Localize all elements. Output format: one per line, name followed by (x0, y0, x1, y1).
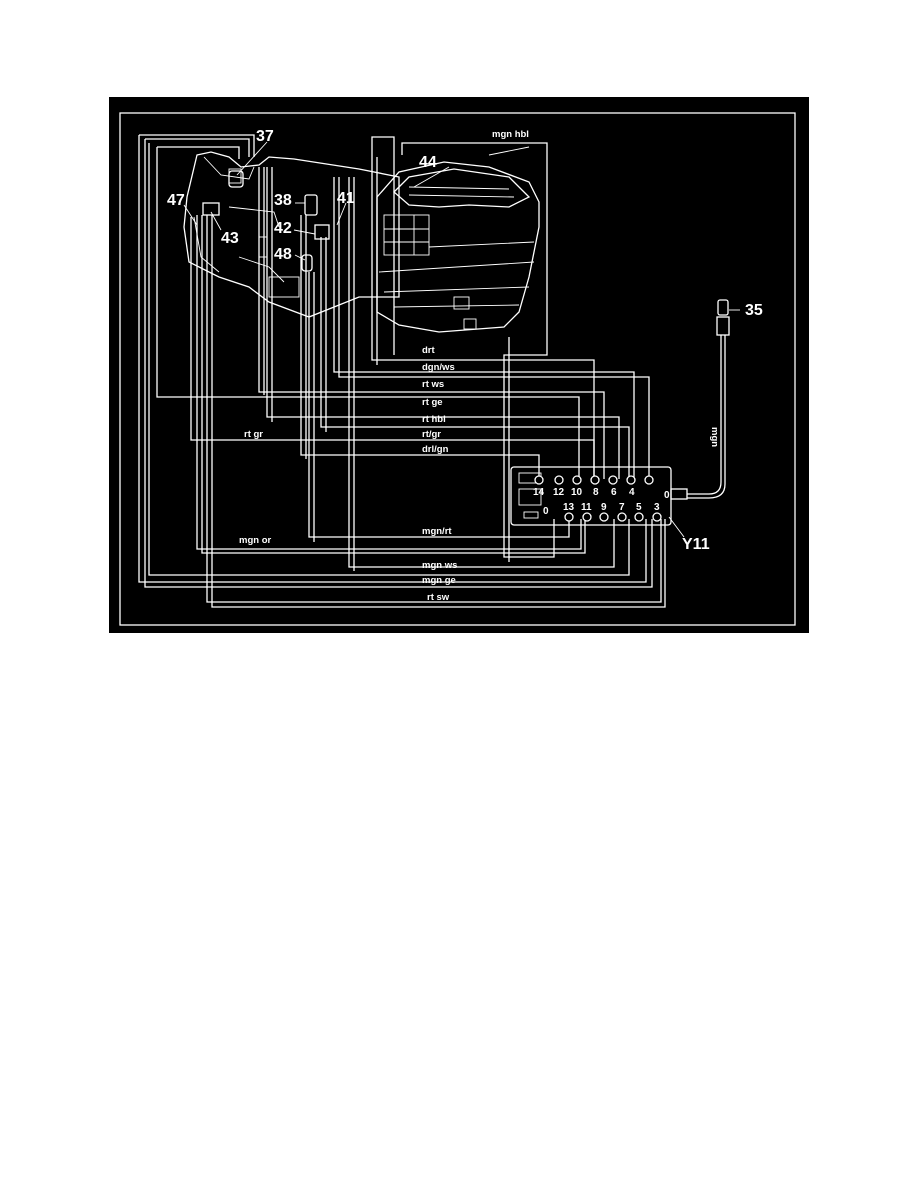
callout-48: 48 (274, 246, 292, 263)
pin-label-6: 6 (611, 487, 617, 498)
wire-label-rt-ws: rt ws (422, 379, 444, 390)
pin-label-7: 7 (619, 502, 625, 513)
pin-label-3: 3 (654, 502, 660, 513)
pin-label-13: 13 (563, 502, 575, 513)
callout-y11: Y11 (682, 536, 710, 553)
sensor-35 (687, 299, 730, 499)
wire-label-mgn-vertical: mgn (709, 427, 720, 447)
wire-label-drt: drt (422, 345, 436, 356)
wire-label-rt-ge: rt ge (422, 397, 443, 408)
wire-label-mgn-rt: mgn/rt (422, 526, 452, 537)
connector-38 (304, 194, 318, 216)
connector-37 (228, 170, 244, 188)
wire-label-mgn-or: mgn or (239, 535, 271, 546)
pin-label-0-right: 0 (664, 490, 670, 501)
wiring-diagram: 37 38 41 42 43 44 47 48 35 Y11 mgn hbl d… (119, 112, 796, 626)
wire-label-drl-gn: drl/gn (422, 444, 449, 455)
pin-label-5: 5 (636, 502, 642, 513)
wire-label-rt-sw: rt sw (427, 592, 450, 603)
diagram-frame (119, 112, 796, 626)
wire-harness (138, 134, 666, 608)
wire-label-rt-hbl: rt hbl (422, 414, 446, 425)
connector-42 (314, 224, 330, 240)
callout-44: 44 (419, 154, 437, 171)
pin-label-8: 8 (593, 487, 599, 498)
callout-41: 41 (337, 190, 355, 207)
pin-label-12: 12 (553, 487, 565, 498)
wire-label-mgn-ge: mgn ge (422, 575, 456, 586)
wire-label-mgn-hbl: mgn hbl (492, 129, 529, 140)
callout-47: 47 (167, 192, 185, 209)
pin-label-4: 4 (629, 487, 635, 498)
pin-label-11: 11 (581, 502, 592, 513)
callout-35: 35 (745, 302, 763, 319)
connector-43 (202, 202, 220, 216)
pin-label-10: 10 (571, 487, 583, 498)
connector-48 (301, 254, 313, 272)
wire-label-rt-gr-left: rt gr (244, 429, 263, 440)
connector-y11[interactable] (510, 466, 688, 526)
pin-label-9: 9 (601, 502, 607, 513)
callout-43: 43 (221, 230, 239, 247)
wire-label-dgn-ws: dgn/ws (422, 362, 455, 373)
callout-42: 42 (274, 220, 292, 237)
pin-label-0-left: 0 (543, 506, 549, 517)
wiring-diagram-panel: 37 38 41 42 43 44 47 48 35 Y11 mgn hbl d… (109, 97, 809, 633)
wire-label-mgn-ws: mgn ws (422, 560, 457, 571)
component-heater-box-44 (376, 146, 540, 333)
callout-38: 38 (274, 192, 292, 209)
pin-label-14: 14 (533, 487, 545, 498)
wire-label-rt-gr-right: rt/gr (422, 429, 441, 440)
callout-37: 37 (256, 128, 274, 145)
